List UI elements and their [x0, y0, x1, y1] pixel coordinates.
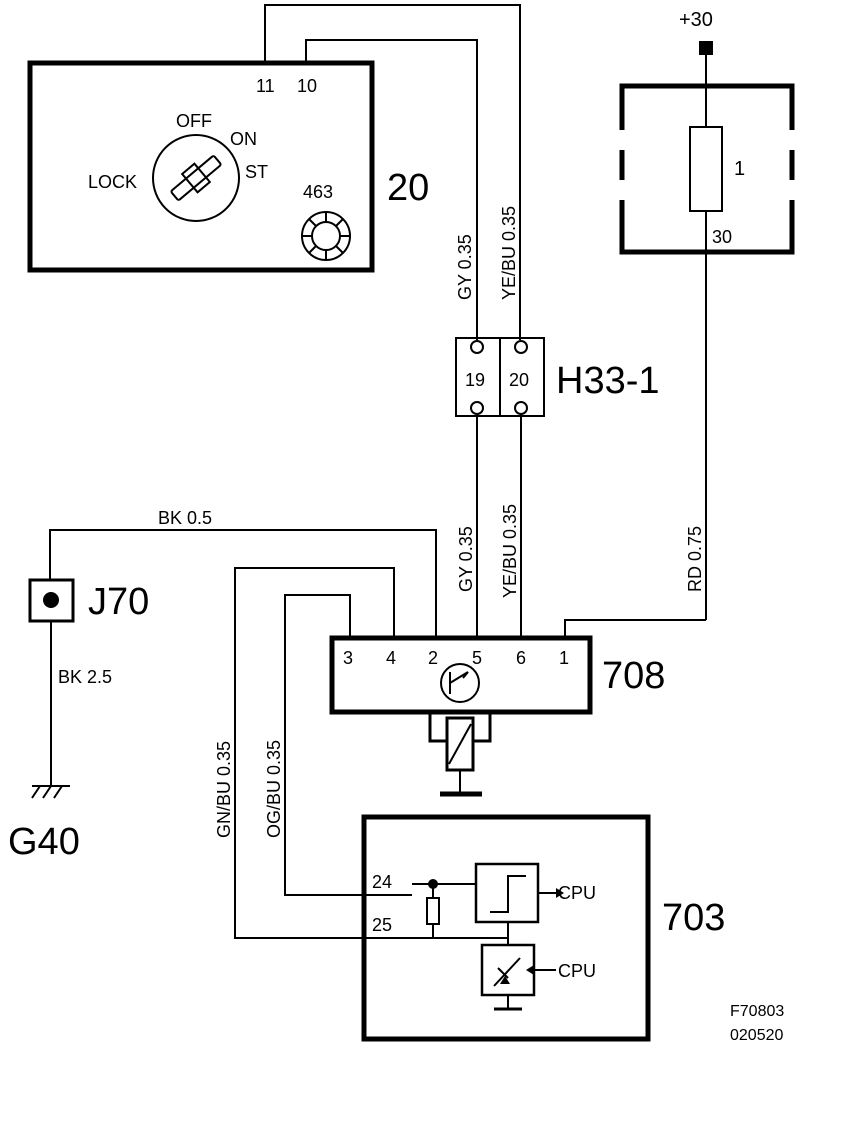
control-708-pin-3: 3	[343, 648, 353, 668]
connector-h33-id: H33-1	[556, 360, 660, 402]
splice-j70-dot	[43, 592, 59, 608]
transistor-icon	[440, 663, 480, 703]
fuse-number-label: 1	[734, 158, 745, 180]
wire-yebu-upper	[264, 4, 521, 340]
wire-gy-upper-label: GY 0.35	[455, 234, 475, 300]
wire-bk-05-label: BK 0.5	[158, 508, 212, 528]
ignition-switch-box	[27, 60, 375, 273]
lamp-463-icon	[301, 211, 351, 261]
wire-bk-05	[49, 529, 437, 640]
splice-j70-id: J70	[88, 581, 149, 623]
ignition-switch-id: 20	[387, 167, 429, 209]
wire-yebu-upper-label: YE/BU 0.35	[499, 206, 519, 300]
transistor-driver-icon	[493, 957, 521, 987]
ignition-pos-st: ST	[245, 162, 268, 182]
ground-icon	[31, 785, 70, 799]
wire-gy-upper	[305, 39, 478, 340]
wire-gnbu	[234, 567, 395, 939]
figure-date: 020520	[730, 1027, 783, 1044]
ground-g40-id: G40	[8, 821, 80, 863]
supply-plus30-label: +30	[679, 9, 713, 31]
control-708-pin-1: 1	[559, 648, 569, 668]
ignition-pos-lock: LOCK	[88, 172, 137, 192]
module-703-id: 703	[662, 897, 725, 939]
control-708-pin-2: 2	[428, 648, 438, 668]
sensor-coil-icon	[428, 711, 492, 797]
ignition-pin-11-label: 11	[256, 76, 275, 96]
control-708-id: 708	[602, 655, 665, 697]
connector-pin-19: 19	[465, 370, 485, 390]
lamp-463-label: 463	[303, 182, 333, 202]
wire-gnbu-label: GN/BU 0.35	[214, 741, 234, 838]
wire-ogbu	[284, 594, 364, 896]
control-708-pin-5: 5	[472, 648, 482, 668]
cpu-arrow-in-icon	[526, 965, 534, 975]
module-703-cpu-1: CPU	[558, 883, 596, 903]
control-708-box	[329, 635, 593, 715]
control-708-pin-4: 4	[386, 648, 396, 668]
ignition-pos-on: ON	[230, 129, 257, 149]
step-signal-icon	[490, 875, 526, 913]
fuse-pin-30-label: 30	[712, 227, 732, 247]
wire-ogbu-label: OG/BU 0.35	[264, 740, 284, 838]
ignition-pos-off: OFF	[176, 111, 212, 131]
resistor-icon	[426, 897, 440, 925]
figure-code: F70803	[730, 1003, 784, 1020]
ignition-key-icon	[170, 155, 222, 201]
supply-terminal-icon	[699, 41, 713, 55]
connector-h33	[455, 337, 545, 417]
cpu-arrow-out-icon	[556, 888, 564, 898]
module-703-pin-25: 25	[372, 915, 392, 935]
module-703-cpu-2: CPU	[558, 961, 596, 981]
wire-yebu-lower-label: YE/BU 0.35	[500, 504, 520, 598]
ignition-key-cylinder	[152, 134, 240, 222]
ignition-pin-10-label: 10	[297, 76, 317, 96]
control-708-pin-6: 6	[516, 648, 526, 668]
wire-bk-25-label: BK 2.5	[58, 667, 112, 687]
module-703-pin-24: 24	[372, 872, 392, 892]
wire-rd-label: RD 0.75	[685, 526, 705, 592]
connector-pin-20: 20	[509, 370, 529, 390]
module-703-box	[361, 814, 651, 1042]
fuse-1-icon	[689, 126, 723, 212]
wire-rd	[564, 619, 706, 640]
wire-gy-lower-label: GY 0.35	[456, 526, 476, 592]
